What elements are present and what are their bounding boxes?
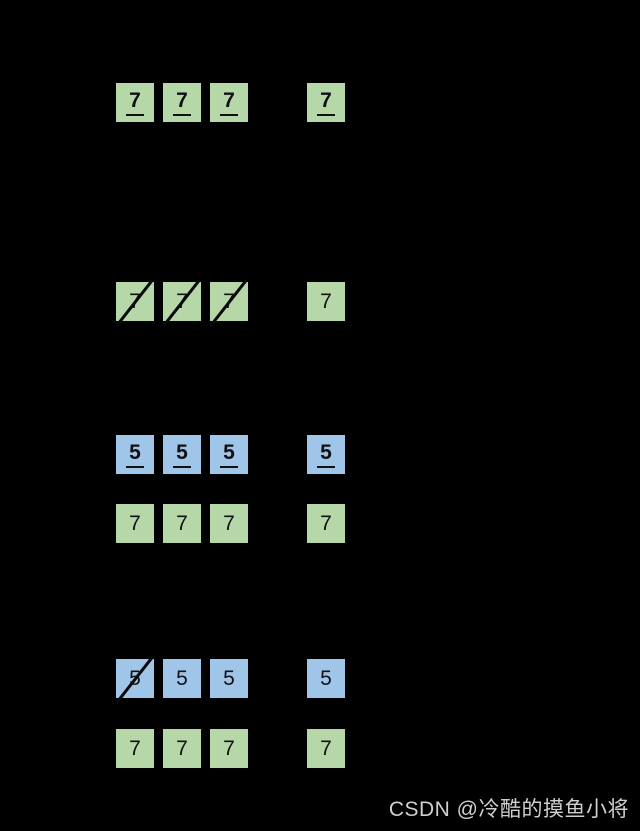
box-value: 5 — [223, 667, 235, 690]
box-value: 5 — [220, 442, 238, 468]
value-box-blue-5-underlined: 5 — [163, 435, 201, 474]
value-box-green-7-underlined: 7 — [210, 83, 248, 122]
box-value: 5 — [320, 667, 332, 690]
box-value: 5 — [317, 442, 335, 468]
box-value: 7 — [176, 512, 188, 535]
value-box-green-7: 7 — [116, 504, 154, 543]
value-box-green-7-underlined: 7 — [307, 83, 345, 122]
box-value: 7 — [317, 90, 335, 116]
value-box-green-7: 7 — [307, 282, 345, 321]
value-box-green-7: 7 — [307, 504, 345, 543]
box-value: 7 — [126, 90, 144, 116]
box-value: 5 — [176, 667, 188, 690]
box-value: 7 — [320, 737, 332, 760]
box-value: 5 — [129, 667, 141, 690]
box-value: 5 — [173, 442, 191, 468]
box-value: 7 — [223, 290, 235, 313]
value-box-green-7-slashed: 7 — [210, 282, 248, 321]
value-box-blue-5-slashed: 5 — [116, 659, 154, 698]
box-value: 7 — [223, 512, 235, 535]
value-box-blue-5: 5 — [210, 659, 248, 698]
box-value: 7 — [176, 737, 188, 760]
value-box-blue-5: 5 — [163, 659, 201, 698]
value-box-blue-5-underlined: 5 — [307, 435, 345, 474]
value-box-green-7-underlined: 7 — [163, 83, 201, 122]
value-box-green-7-slashed: 7 — [163, 282, 201, 321]
value-box-green-7: 7 — [307, 729, 345, 768]
value-box-green-7: 7 — [163, 504, 201, 543]
value-box-green-7-slashed: 7 — [116, 282, 154, 321]
box-value: 7 — [176, 290, 188, 313]
value-box-blue-5-underlined: 5 — [116, 435, 154, 474]
box-value: 7 — [129, 737, 141, 760]
value-box-green-7: 7 — [210, 729, 248, 768]
value-box-blue-5-underlined: 5 — [210, 435, 248, 474]
value-box-green-7: 7 — [163, 729, 201, 768]
csdn-watermark: CSDN @冷酷的摸鱼小将 — [388, 798, 629, 821]
box-value: 7 — [223, 737, 235, 760]
value-box-green-7: 7 — [116, 729, 154, 768]
box-value: 7 — [129, 512, 141, 535]
box-value: 7 — [320, 290, 332, 313]
box-value: 7 — [173, 90, 191, 116]
value-box-green-7: 7 — [210, 504, 248, 543]
box-value: 7 — [320, 512, 332, 535]
value-box-blue-5: 5 — [307, 659, 345, 698]
box-value: 7 — [220, 90, 238, 116]
box-value: 5 — [126, 442, 144, 468]
value-box-green-7-underlined: 7 — [116, 83, 154, 122]
box-value: 7 — [129, 290, 141, 313]
